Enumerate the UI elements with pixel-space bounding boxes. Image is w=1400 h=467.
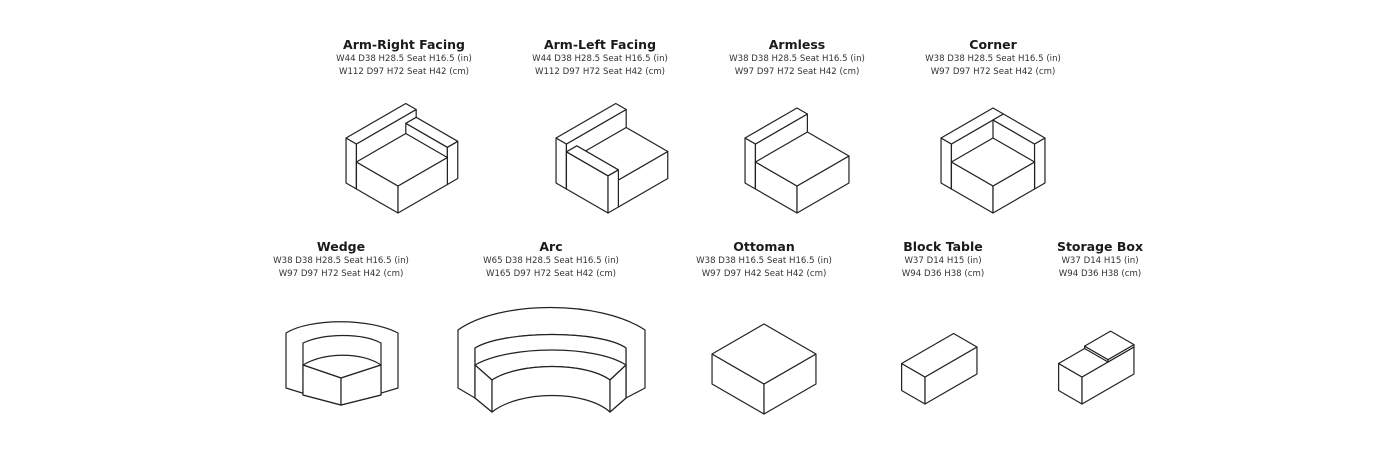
module-dims-cm: W97 D97 H72 Seat H42 (cm) <box>734 67 860 77</box>
module-dims-in: W37 D14 H15 (in) <box>1061 256 1139 266</box>
module-label-arm-right-facing: Arm-Right Facing W44 D38 H28.5 Seat H16.… <box>294 37 514 79</box>
module-dims-in: W38 D38 H28.5 Seat H16.5 (in) <box>925 54 1061 64</box>
module-label-ottoman: Ottoman W38 D38 H16.5 Seat H16.5 (in) W9… <box>654 239 874 281</box>
storage-box-drawing <box>1058 330 1135 405</box>
module-dims-in: W44 D38 H28.5 Seat H16.5 (in) <box>336 54 472 64</box>
module-label-storage-box: Storage Box W37 D14 H15 (in) W94 D36 H38… <box>990 239 1210 281</box>
module-dims-cm: W112 D97 H72 Seat H42 (cm) <box>338 67 470 77</box>
module-name: Arc <box>539 239 563 254</box>
wedge-drawing <box>285 321 399 406</box>
module-name: Storage Box <box>1056 239 1144 254</box>
armless-drawing <box>744 107 850 214</box>
module-dims-cm: W97 D97 H42 Seat H42 (cm) <box>701 269 827 279</box>
module-label-block-table: Block Table W37 D14 H15 (in) W94 D36 H38… <box>833 239 1053 281</box>
arm-right-facing-drawing <box>345 102 459 214</box>
module-name: Arm-Left Facing <box>543 37 657 52</box>
module-dims-in: W38 D38 H28.5 Seat H16.5 (in) <box>729 54 865 64</box>
module-dims-in: W38 D38 H16.5 Seat H16.5 (in) <box>696 256 832 266</box>
module-name: Wedge <box>316 239 366 254</box>
module-name: Ottoman <box>733 239 795 254</box>
module-label-arc: Arc W65 D38 H28.5 Seat H16.5 (in) W165 D… <box>441 239 661 281</box>
corner-drawing <box>940 107 1046 214</box>
module-dims-in: W38 D38 H28.5 Seat H16.5 (in) <box>273 256 409 266</box>
module-label-arm-left-facing: Arm-Left Facing W44 D38 H28.5 Seat H16.5… <box>490 37 710 79</box>
module-dims-cm: W165 D97 H72 Seat H42 (cm) <box>485 269 617 279</box>
block-table-drawing <box>901 332 978 405</box>
module-label-corner: Corner W38 D38 H28.5 Seat H16.5 (in) W97… <box>883 37 1103 79</box>
module-dims-in: W65 D38 H28.5 Seat H16.5 (in) <box>483 256 619 266</box>
module-dims-in: W44 D38 H28.5 Seat H16.5 (in) <box>532 54 668 64</box>
module-dims-in: W37 D14 H15 (in) <box>904 256 982 266</box>
ottoman-drawing <box>711 323 817 415</box>
module-dims-cm: W94 D36 H38 (cm) <box>1058 269 1142 279</box>
module-dims-cm: W112 D97 H72 Seat H42 (cm) <box>534 67 666 77</box>
module-name: Corner <box>969 37 1017 52</box>
module-dims-cm: W94 D36 H38 (cm) <box>901 269 985 279</box>
module-dims-cm: W97 D97 H72 Seat H42 (cm) <box>278 269 404 279</box>
module-name: Block Table <box>903 239 983 254</box>
arc-drawing <box>457 306 646 413</box>
arm-left-facing-drawing <box>555 102 669 214</box>
module-dims-cm: W97 D97 H72 Seat H42 (cm) <box>930 67 1056 77</box>
module-name: Arm-Right Facing <box>343 37 465 52</box>
module-label-armless: Armless W38 D38 H28.5 Seat H16.5 (in) W9… <box>687 37 907 79</box>
module-label-wedge: Wedge W38 D38 H28.5 Seat H16.5 (in) W97 … <box>231 239 451 281</box>
module-name: Armless <box>768 37 826 52</box>
